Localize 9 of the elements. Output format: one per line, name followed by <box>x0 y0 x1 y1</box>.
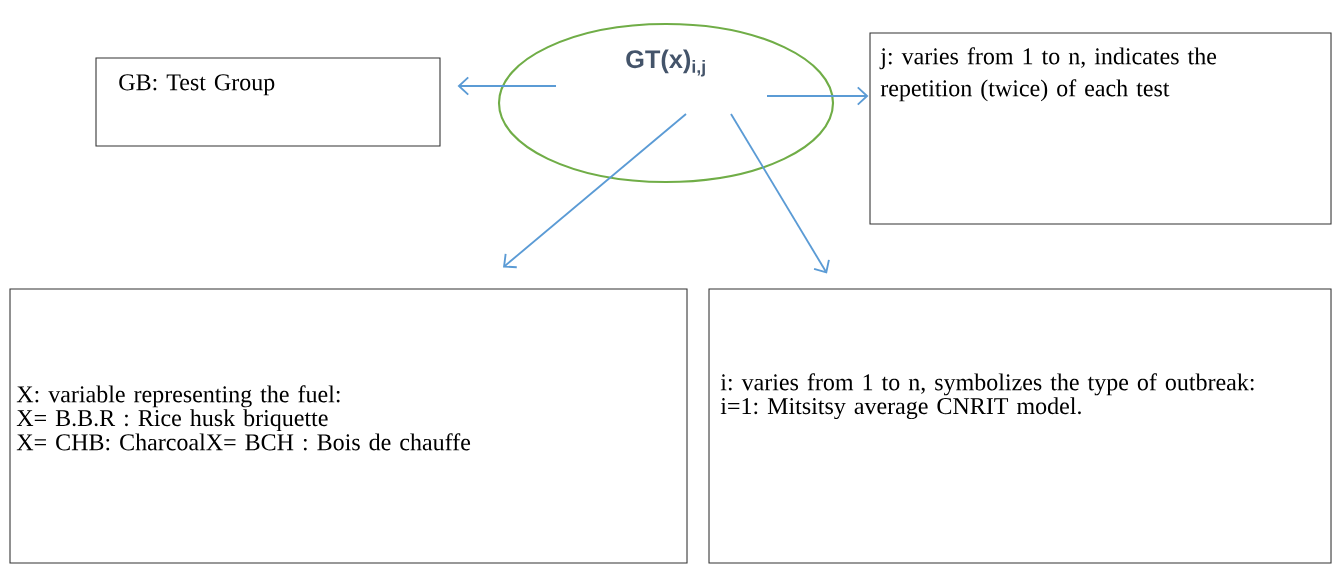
text-box: X: variable representing the fuel: X= B.B.R : Rice husk briquette X= CHB: CharcoalX= BCH : Bois de chauffe <box>9 288 688 564</box>
arrow <box>766 86 869 106</box>
arrow <box>457 76 557 96</box>
text-box: GB: Test Group <box>95 57 441 147</box>
arrow <box>503 113 687 269</box>
text-box: i: varies from 1 to n, symbolizes the type of outbreak: i=1: Mitsitsy average CNRIT model. <box>708 288 1332 564</box>
text-box: j: varies from 1 to n, indicates the repetition (twice) of each test <box>869 32 1332 225</box>
ellipse-node: GT(x)$_{i,j}$ <box>497 22 835 184</box>
arrow <box>730 113 830 274</box>
